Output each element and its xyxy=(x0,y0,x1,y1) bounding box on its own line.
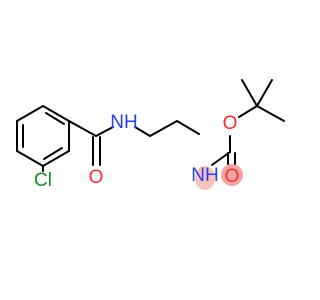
ring-inner-bond xyxy=(45,112,65,125)
ester-oxygen-label: O xyxy=(223,113,238,134)
ring-to-carbonyl-bond xyxy=(68,120,97,137)
carbamate-oxygen-highlight xyxy=(221,164,243,186)
ring-inner-bond xyxy=(43,147,63,160)
tert-butyl-methyl-bond xyxy=(241,79,258,107)
ethylene-bond xyxy=(149,120,178,137)
tert-butyl-methyl-bond xyxy=(256,105,285,122)
benzene-ring xyxy=(16,105,70,167)
tert-butyl-methyl-bond xyxy=(256,79,273,107)
carbamate-nitrogen-highlight xyxy=(195,166,215,190)
ch2-to-carbamate-nitrogen-bond xyxy=(176,120,200,135)
chemical-structure-diagram: Cl NH O NH O O xyxy=(16,79,285,191)
carbonyl-to-amide-nitrogen-bond xyxy=(95,126,114,137)
ring-bond xyxy=(16,105,44,122)
carbamate-nitrogen-label: NH xyxy=(191,165,218,186)
chlorine-label: Cl xyxy=(34,170,52,191)
amide-oxygen-label: O xyxy=(89,167,104,188)
ester-oxygen-to-quaternary-carbon-bond xyxy=(238,105,258,118)
amide-nitrogen-to-ch2-bond xyxy=(134,126,151,137)
carbamate-oxygen-label: O xyxy=(225,166,240,187)
ring-bond xyxy=(42,150,70,167)
ring-bond xyxy=(16,150,44,167)
ring-bond xyxy=(42,105,70,122)
amide-nitrogen-label: NH xyxy=(110,112,137,133)
